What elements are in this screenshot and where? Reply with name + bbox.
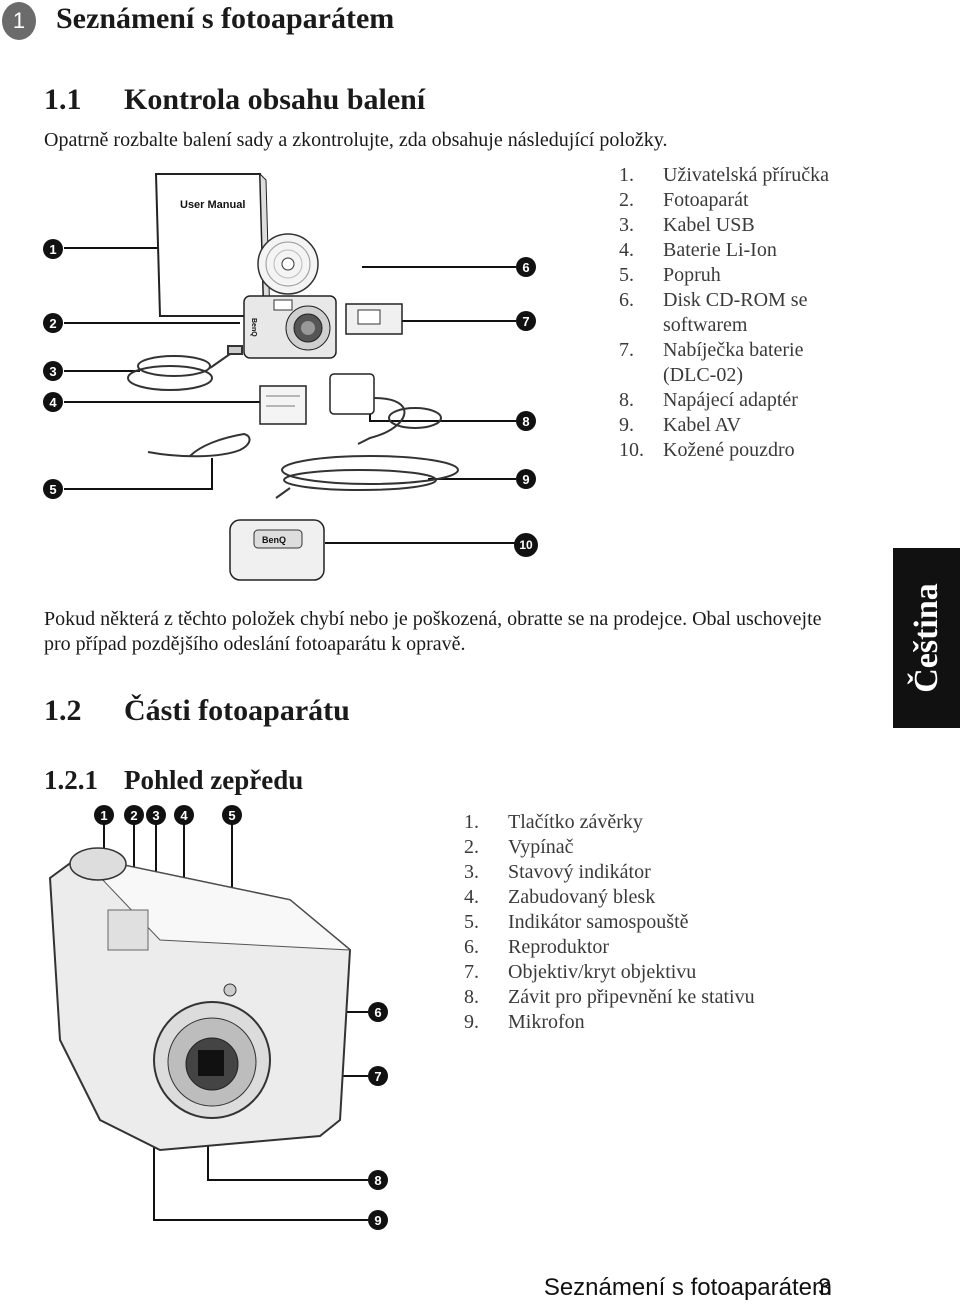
cd-rom-drawing xyxy=(257,233,319,295)
camera-drawing: BenQ xyxy=(243,295,337,359)
callout-6: 6 xyxy=(516,257,536,277)
list-item: 3.Stavový indikátor xyxy=(464,861,651,883)
svg-text:BenQ: BenQ xyxy=(262,535,286,545)
callout-5: 5 xyxy=(43,479,63,499)
power-adapter-drawing xyxy=(329,373,442,445)
callout-9: 9 xyxy=(516,469,536,489)
list-item: 8.Závit pro připevnění ke stativu xyxy=(464,986,755,1008)
list-item: 2.Vypínač xyxy=(464,836,574,858)
chapter-title: Seznámení s fotoaparátem xyxy=(56,2,395,35)
camera-callout-2: 2 xyxy=(124,805,144,825)
callout-10: 10 xyxy=(514,533,538,557)
section-title: Kontrola obsahu balení xyxy=(124,83,426,116)
list-item: 6.Reproduktor xyxy=(464,936,610,958)
camera-callout-9: 9 xyxy=(368,1210,388,1230)
callout-2: 2 xyxy=(43,313,63,333)
note-paragraph: Pokud některá z těchto položek chybí neb… xyxy=(44,608,822,655)
list-item: 8.Napájecí adaptér xyxy=(619,389,798,411)
list-item: 7.Nabíječka baterie (DLC-02) xyxy=(619,339,804,386)
section-heading-1-1: 1.1 Kontrola obsahu balení xyxy=(44,83,425,117)
package-items-list: 1.Uživatelská příručka 2.Fotoaparát 3.Ka… xyxy=(619,163,869,463)
list-item: 4.Baterie Li-Ion xyxy=(619,239,777,261)
svg-text:BenQ: BenQ xyxy=(250,318,257,337)
camera-callout-4: 4 xyxy=(174,805,194,825)
list-item: 1.Uživatelská příručka xyxy=(619,164,830,186)
camera-callout-1: 1 xyxy=(94,805,114,825)
manual-label: User Manual xyxy=(180,199,245,211)
shutter-button-drawing xyxy=(69,847,127,881)
callout-4: 4 xyxy=(43,392,63,412)
list-item: 9.Mikrofon xyxy=(464,1011,585,1033)
list-item: 3.Kabel USB xyxy=(619,214,755,236)
usb-cable-drawing xyxy=(127,345,243,391)
camera-callout-6: 6 xyxy=(368,1002,388,1022)
callout-7: 7 xyxy=(516,311,536,331)
battery-drawing xyxy=(259,385,307,425)
list-item: 7.Objektiv/kryt objektivu xyxy=(464,961,697,983)
list-item: 4.Zabudovaný blesk xyxy=(464,886,656,908)
camera-callout-5: 5 xyxy=(222,805,242,825)
camera-front-illustration xyxy=(48,822,368,1221)
callout-1: 1 xyxy=(43,239,63,259)
callout-8: 8 xyxy=(516,411,536,431)
list-item: 6.Disk CD-ROM se softwarem xyxy=(619,289,808,336)
intro-paragraph: Opatrně rozbalte balení sady a zkontrolu… xyxy=(44,129,668,151)
package-contents-illustration: User Manual BenQ xyxy=(64,172,516,581)
list-item: 2.Fotoaparát xyxy=(619,189,749,211)
leather-case-drawing: BenQ xyxy=(229,519,325,581)
chapter-number-badge: 1 xyxy=(2,2,36,40)
list-item: 10.Kožené pouzdro xyxy=(619,439,795,461)
list-item: 1.Tlačítko závěrky xyxy=(464,811,643,833)
section-number: 1.1 xyxy=(44,83,82,116)
page-number: 3 xyxy=(818,1274,832,1301)
flash-drawing xyxy=(107,909,149,951)
chapter-number: 1 xyxy=(12,8,26,33)
list-item: 9.Kabel AV xyxy=(619,414,741,436)
av-cable-drawing xyxy=(275,455,459,499)
camera-callout-3: 3 xyxy=(146,805,166,825)
list-item: 5.Popruh xyxy=(619,264,721,286)
camera-parts-list: 1.Tlačítko závěrky 2.Vypínač 3.Stavový i… xyxy=(464,810,824,1035)
battery-charger-drawing xyxy=(345,303,403,335)
strap-drawing xyxy=(147,432,251,458)
footer-chapter-title: Seznámení s fotoaparátem xyxy=(543,1274,832,1301)
callout-3: 3 xyxy=(43,361,63,381)
camera-callout-8: 8 xyxy=(368,1170,388,1190)
camera-callout-7: 7 xyxy=(368,1066,388,1086)
language-tab: Čeština xyxy=(893,548,960,728)
list-item: 5.Indikátor samospouště xyxy=(464,911,689,933)
